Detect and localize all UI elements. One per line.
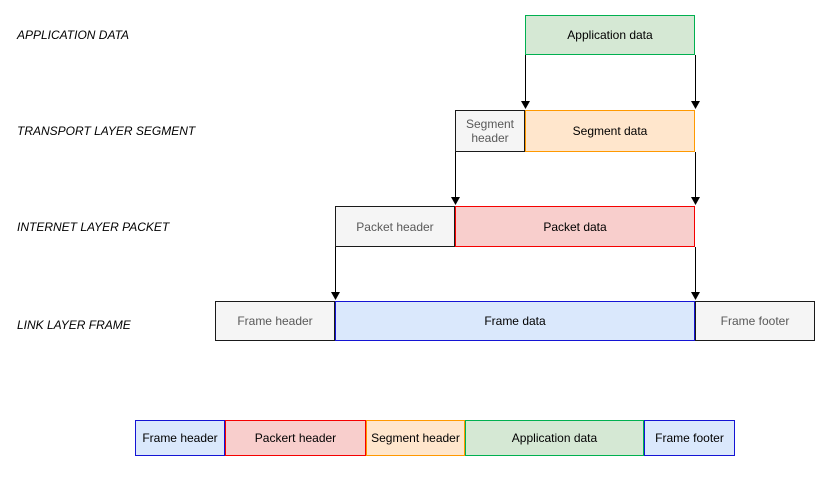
arrowhead-packet-to-frame-right bbox=[691, 292, 700, 300]
application-data-box: Application data bbox=[525, 15, 695, 55]
row-label-transport-layer-segment: TRANSPORT LAYER SEGMENT bbox=[17, 124, 196, 138]
segment-header-box: Segment header bbox=[455, 110, 525, 152]
row-label-application-data: APPLICATION DATA bbox=[17, 28, 130, 42]
frame-footer-box: Frame footer bbox=[695, 301, 815, 341]
arrowhead-app-to-segment-right bbox=[691, 101, 700, 109]
packet-header-box: Packet header bbox=[335, 206, 455, 247]
packet-data-box: Packet data bbox=[455, 206, 695, 247]
composite-frame-header-box: Frame header bbox=[135, 420, 225, 456]
arrowhead-packet-to-frame-left bbox=[331, 292, 340, 300]
row-label-link-layer-frame: LINK LAYER FRAME bbox=[17, 318, 131, 332]
arrowhead-segment-to-packet-left bbox=[451, 197, 460, 205]
composite-packet-header-box: Packert header bbox=[225, 420, 366, 456]
segment-data-box: Segment data bbox=[525, 110, 695, 152]
arrowhead-segment-to-packet-right bbox=[691, 197, 700, 205]
frame-data-box: Frame data bbox=[335, 301, 695, 341]
frame-header-box: Frame header bbox=[215, 301, 335, 341]
composite-segment-header-box: Segment header bbox=[366, 420, 465, 456]
row-label-internet-layer-packet: INTERNET LAYER PACKET bbox=[17, 220, 170, 234]
composite-frame-footer-box: Frame footer bbox=[644, 420, 735, 456]
composite-application-data-box: Application data bbox=[465, 420, 644, 456]
arrowhead-app-to-segment-left bbox=[521, 101, 530, 109]
